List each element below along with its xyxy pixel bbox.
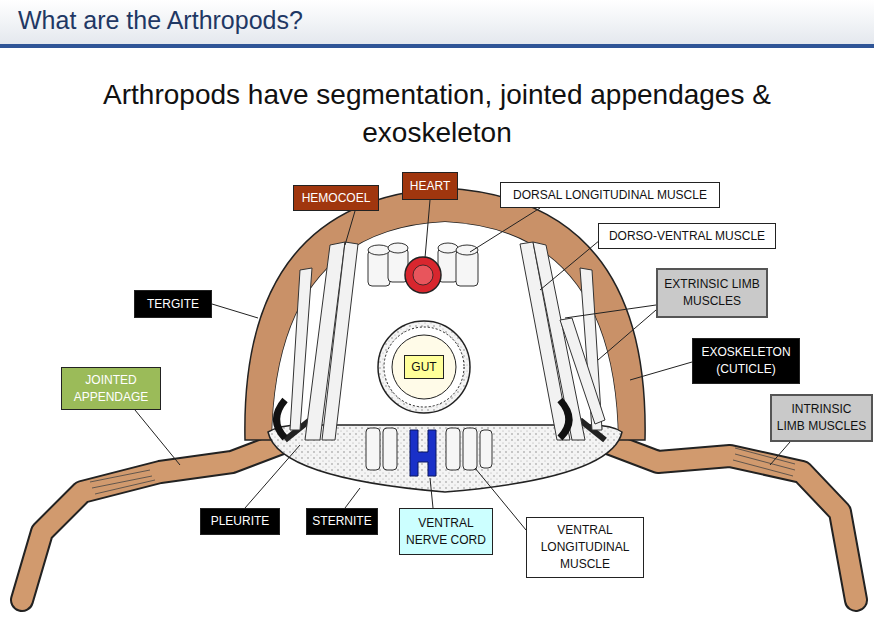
tergite-label: TERGITE xyxy=(134,290,212,318)
label-text: JOINTED APPENDAGE xyxy=(66,372,156,406)
pleurite-label: PLEURITE xyxy=(200,508,280,535)
label-text: PLEURITE xyxy=(211,513,270,530)
label-text: GUT xyxy=(411,359,436,376)
label-text: DORSO-VENTRAL MUSCLE xyxy=(609,228,765,245)
page-title: What are the Arthropods? xyxy=(18,6,303,35)
heart-label: HEART xyxy=(402,172,458,200)
muscle-label: DORSO-VENTRAL MUSCLE xyxy=(598,223,776,249)
muscle-label: VENTRAL LONGITUDINAL MUSCLE xyxy=(526,517,644,578)
label-text: VENTRAL NERVE CORD xyxy=(404,515,488,549)
sternite-label: STERNITE xyxy=(306,508,378,535)
subtitle: Arthropods have segmentation, jointed ap… xyxy=(47,76,827,152)
muscle-label: INTRINSIC LIMB MUSCLES xyxy=(770,394,873,442)
appendage-label: JOINTED APPENDAGE xyxy=(61,367,161,410)
gut-label: GUT xyxy=(404,355,444,379)
label-text: DORSAL LONGITUDINAL MUSCLE xyxy=(513,187,707,204)
exoskeleton-label: EXOSKELETON (CUTICLE) xyxy=(692,338,800,384)
label-text: EXTRINSIC LIMB MUSCLES xyxy=(662,276,762,310)
label-text: TERGITE xyxy=(147,296,199,313)
hemocoel-label: HEMOCOEL xyxy=(293,185,379,211)
label-text: INTRINSIC LIMB MUSCLES xyxy=(776,401,867,435)
label-text: HEART xyxy=(410,178,450,195)
nerve-cord-label: VENTRAL NERVE CORD xyxy=(399,508,493,555)
label-text: EXOSKELETON (CUTICLE) xyxy=(697,344,795,378)
label-text: VENTRAL LONGITUDINAL MUSCLE xyxy=(531,522,639,573)
label-text: STERNITE xyxy=(312,513,371,530)
muscle-label: EXTRINSIC LIMB MUSCLES xyxy=(656,268,768,318)
label-text: HEMOCOEL xyxy=(302,190,371,207)
muscle-label: DORSAL LONGITUDINAL MUSCLE xyxy=(500,182,720,208)
